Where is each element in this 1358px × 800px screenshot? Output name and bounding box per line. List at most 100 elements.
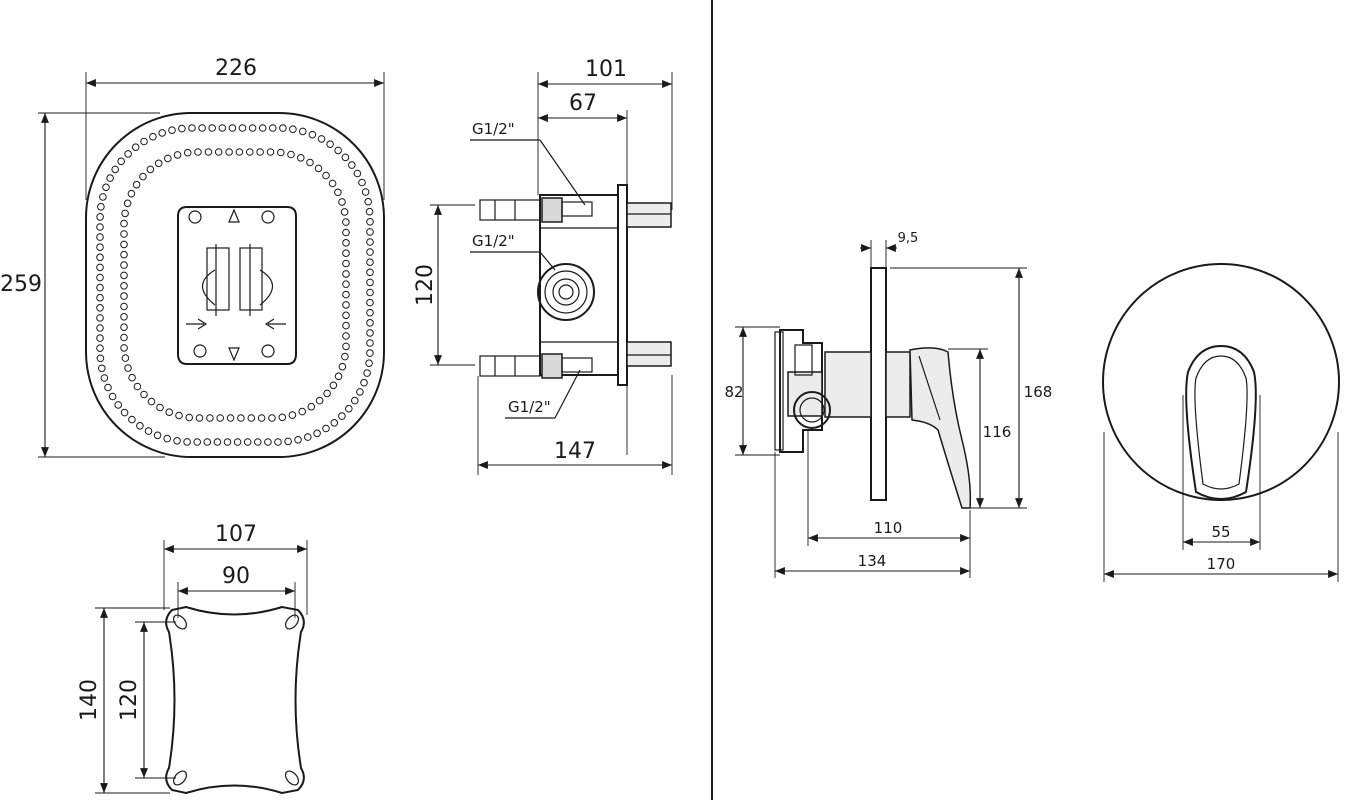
side-cover-plate xyxy=(870,267,887,501)
plate-dot xyxy=(114,401,122,409)
plate-dot xyxy=(237,414,245,422)
plate-dot xyxy=(366,349,374,357)
plate-dot xyxy=(257,414,266,422)
plate-dot xyxy=(366,298,374,307)
plate-dot xyxy=(360,378,368,387)
plate-dot xyxy=(284,437,292,446)
plate-dot xyxy=(366,329,374,337)
plate-dot xyxy=(96,253,104,262)
thread-label-middle: G1/2" xyxy=(472,232,515,250)
plate-dot xyxy=(133,382,142,391)
plate-dot xyxy=(96,324,104,332)
plate-dot xyxy=(120,333,128,342)
plate-dot xyxy=(120,219,128,228)
plate-dot xyxy=(328,179,337,188)
plate-dot xyxy=(342,259,350,268)
plate-dot xyxy=(298,407,307,416)
plate-dot xyxy=(140,390,148,399)
plate-dot xyxy=(330,419,339,427)
plate-dot xyxy=(204,148,213,156)
plate-dot xyxy=(361,188,370,196)
plate-dot xyxy=(248,124,257,132)
plate-dot xyxy=(106,174,114,182)
plate-dot xyxy=(342,321,350,330)
plate-dot xyxy=(188,124,196,132)
plate-dot xyxy=(288,411,297,419)
plate-dot xyxy=(342,270,350,278)
plate-dot xyxy=(203,438,212,446)
plate-dot xyxy=(173,151,182,159)
plate-dot xyxy=(365,359,373,368)
plate-dot xyxy=(258,124,267,132)
plate-dot xyxy=(322,171,330,180)
plate-dot xyxy=(117,157,125,166)
plate-dot xyxy=(366,319,374,327)
thread-label-top: G1/2" xyxy=(472,120,515,138)
lever-width-label: 55 xyxy=(1211,523,1230,541)
plate-dot xyxy=(326,140,334,148)
plate-dot xyxy=(147,397,156,406)
plate-dot xyxy=(163,434,171,443)
box-depth-label: 101 xyxy=(585,57,627,82)
plate-dot xyxy=(120,408,129,417)
plate-dot xyxy=(366,228,374,236)
plate-dot xyxy=(120,292,128,300)
cover-plate-view: 226 259 xyxy=(0,56,385,458)
plate-dot xyxy=(97,203,105,211)
plate-dot xyxy=(121,354,130,362)
plate-dot xyxy=(366,258,374,267)
plate-dot xyxy=(353,169,362,178)
bracket-outline xyxy=(165,605,305,795)
plate-dot xyxy=(246,148,254,156)
plate-dot xyxy=(338,362,347,371)
plate-dot xyxy=(146,165,155,174)
plate-dot xyxy=(365,207,374,216)
plate-dot xyxy=(165,408,173,417)
plate-dot xyxy=(131,143,140,151)
plate-dot xyxy=(218,124,227,132)
plate-dot xyxy=(175,411,183,420)
plate-dot xyxy=(139,172,147,181)
plate-dot xyxy=(153,431,162,440)
plate-dot xyxy=(338,412,346,420)
plate-dot xyxy=(366,308,374,317)
plate-dot xyxy=(363,369,371,377)
plate-dot xyxy=(348,161,356,169)
bracket-outer-width-label: 107 xyxy=(215,522,257,547)
plate-dot xyxy=(313,429,321,438)
plate-dot xyxy=(164,154,172,163)
plate-dot xyxy=(96,233,104,241)
plate-height-label: 259 xyxy=(0,272,42,297)
plate-dot xyxy=(233,438,242,446)
mixer-front-view: 55 170 xyxy=(1102,263,1340,582)
plate-width-label: 226 xyxy=(215,56,257,81)
plate-dot xyxy=(124,150,132,158)
plate-dot xyxy=(223,438,232,446)
body-height-label: 82 xyxy=(724,383,743,401)
plate-dot xyxy=(341,352,349,361)
plate-dot xyxy=(225,148,233,156)
plate-dot xyxy=(108,392,117,401)
plate-dot xyxy=(315,396,324,405)
plate-dot xyxy=(342,290,350,299)
plate-dot xyxy=(340,208,349,216)
plate-dot xyxy=(100,374,109,382)
box-spacing-label: 120 xyxy=(413,264,438,306)
plate-dot xyxy=(96,344,104,353)
plate-dot xyxy=(226,414,235,422)
mounting-bracket-view: 107 90 140 120 xyxy=(77,522,308,795)
plate-dot xyxy=(98,364,106,373)
plate-dot xyxy=(366,218,374,226)
plate-dot xyxy=(308,130,317,139)
lever-length-label: 110 xyxy=(874,519,903,537)
mounting-box-side-view: G1/2" G1/2" G1/2" 101 67 120 147 xyxy=(413,57,673,475)
plate-dot xyxy=(342,311,350,320)
plate-dot xyxy=(198,124,206,132)
plate-dot xyxy=(277,148,285,157)
plate-dot xyxy=(243,438,252,446)
plate-dot xyxy=(341,153,350,162)
plate-diameter-label: 170 xyxy=(1207,555,1236,573)
thread-label-bottom: G1/2" xyxy=(508,398,551,416)
plate-dot xyxy=(323,389,331,398)
